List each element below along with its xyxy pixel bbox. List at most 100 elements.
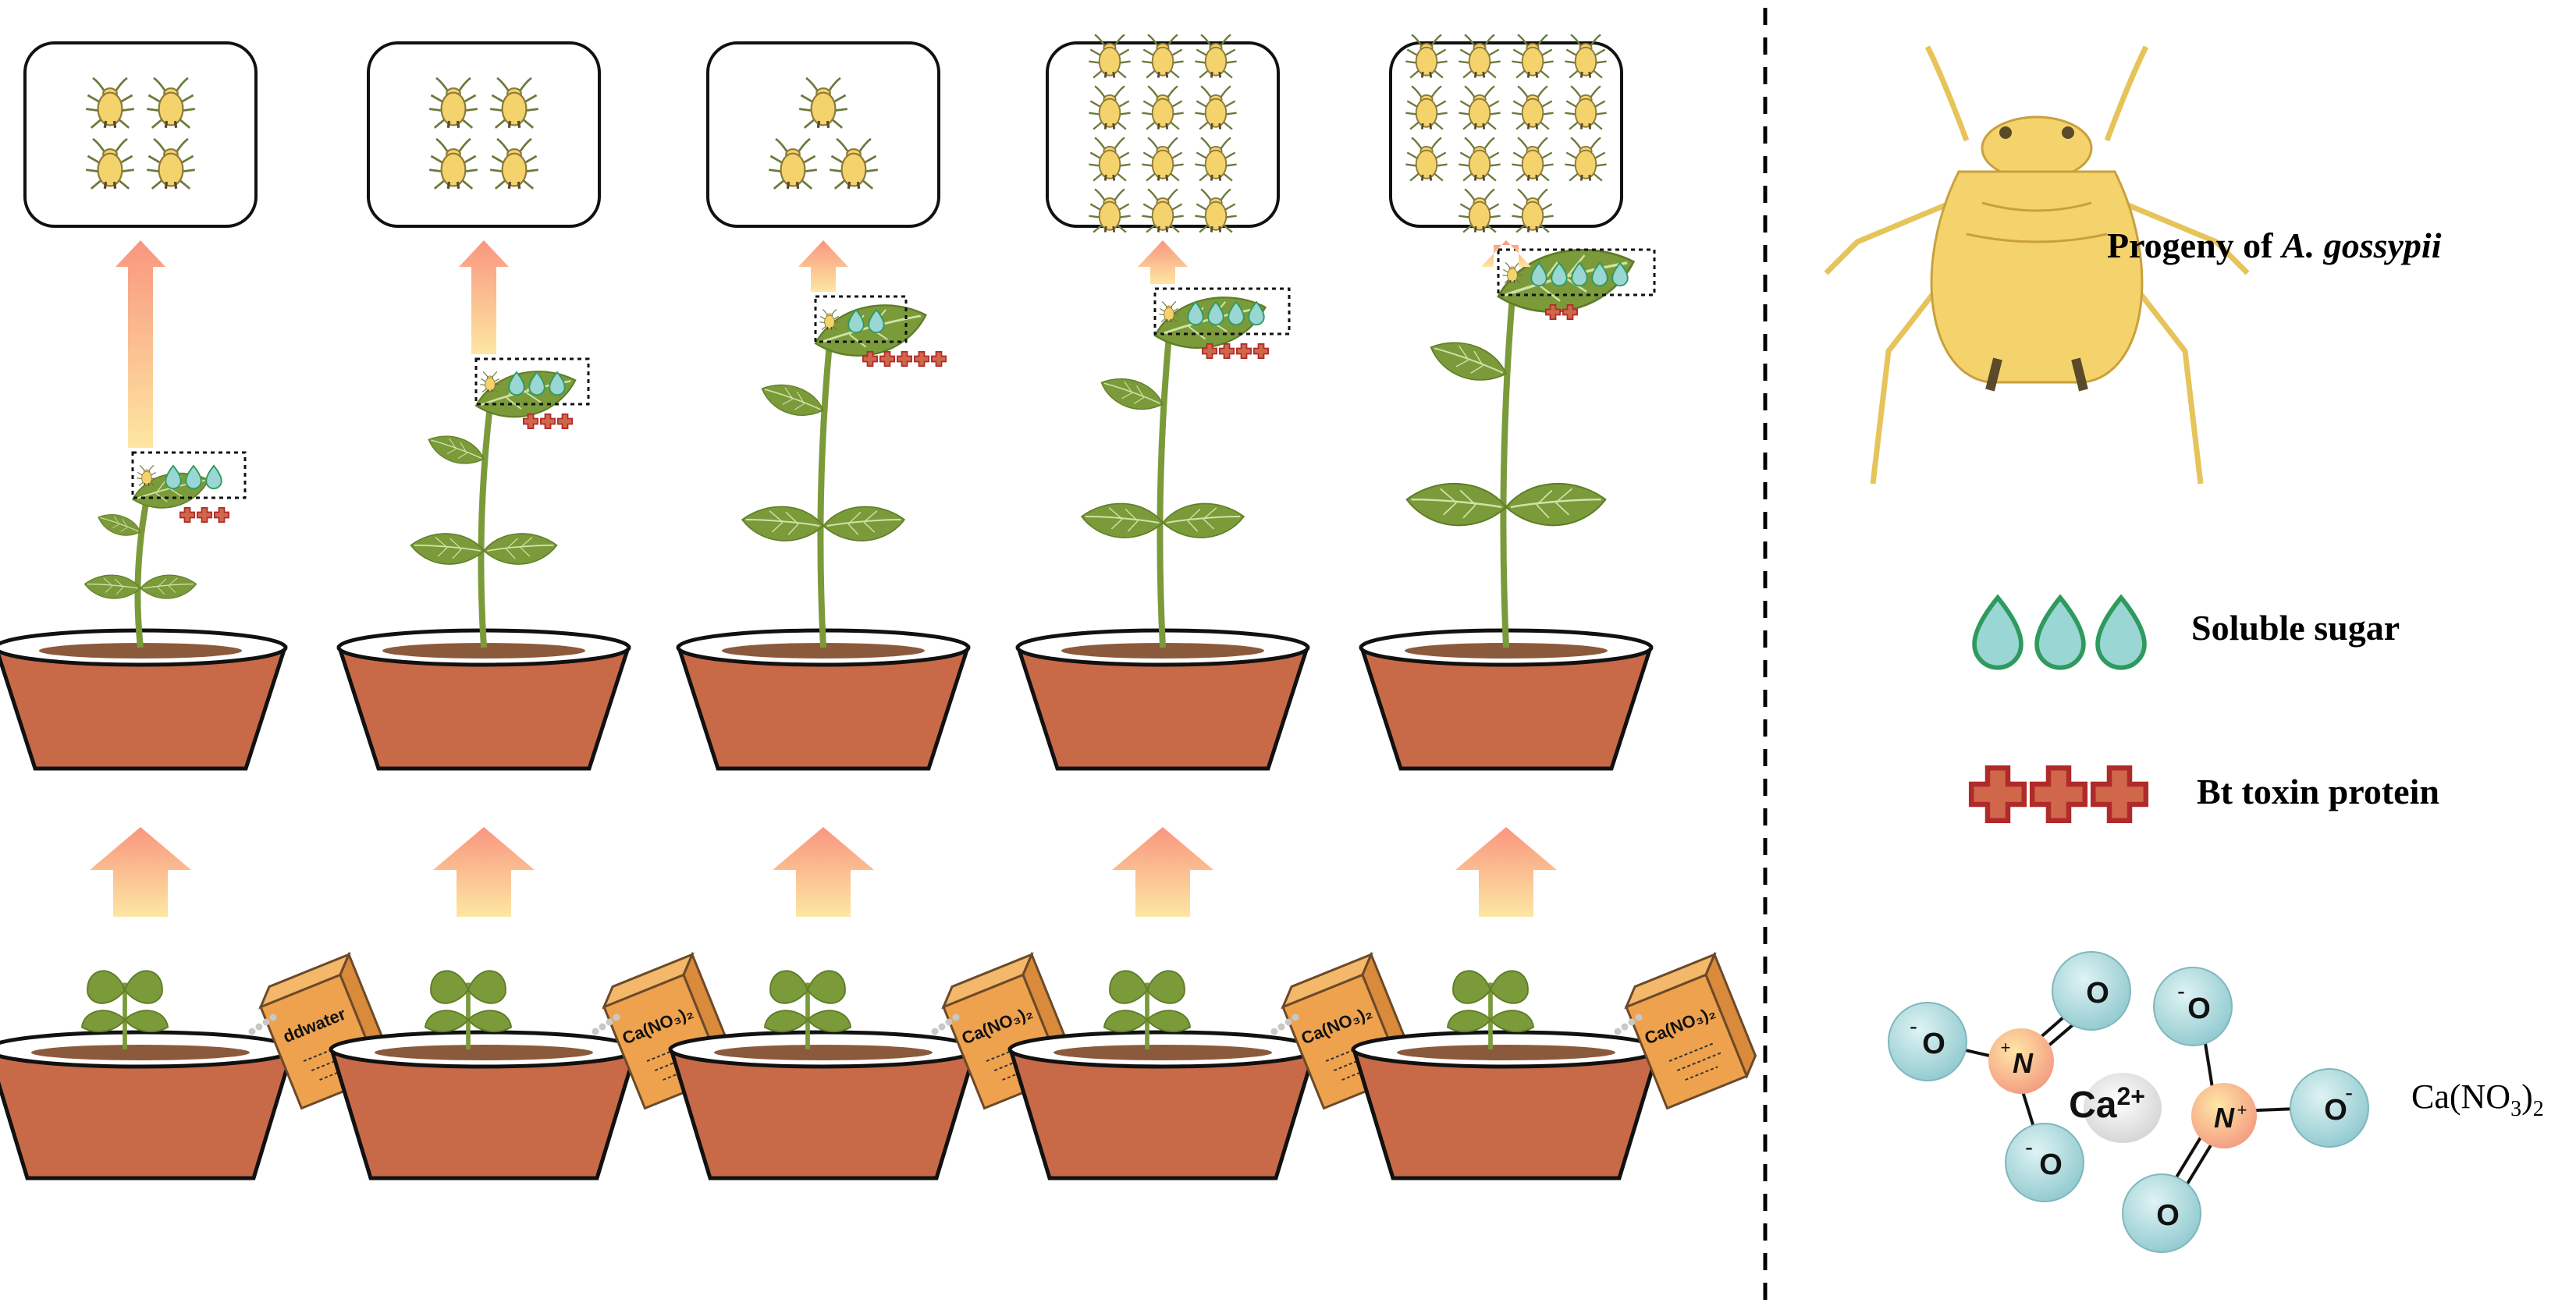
leaf xyxy=(741,506,825,542)
svg-text:O: O xyxy=(2156,1199,2180,1232)
leaf xyxy=(1424,334,1512,389)
leaf xyxy=(83,574,141,599)
seedling-pot xyxy=(0,1047,296,1180)
growth-arrow xyxy=(90,827,191,917)
svg-text:-: - xyxy=(2025,1134,2033,1160)
soluble-sugar-drop xyxy=(2037,598,2084,668)
leaf xyxy=(483,532,558,566)
plant-stem xyxy=(478,405,493,648)
oxygen-atom xyxy=(2290,1068,2369,1148)
nitrogen-atom xyxy=(1988,1028,2054,1094)
treatment-group-2: Ca(NO₃)₂ xyxy=(329,41,735,1180)
leaf xyxy=(1080,502,1164,539)
leaf xyxy=(822,506,906,542)
soluble-sugar-drop xyxy=(185,465,202,490)
bt-toxin-cross xyxy=(879,351,895,367)
bt-toxin-cross xyxy=(897,351,912,367)
bt-toxin-cross xyxy=(197,507,212,523)
calcium-nitrate-molecule: O O O O O O - - - - N N + + Ca2+ xyxy=(1888,951,2369,1253)
svg-text:N: N xyxy=(2013,1047,2034,1079)
leaf-sample-box xyxy=(1153,287,1291,335)
treatment-group-5: Ca(NO₃)₂ xyxy=(1351,34,1757,1180)
svg-text:-: - xyxy=(1910,1014,1917,1039)
growth-arrow xyxy=(1112,827,1213,917)
plant-stem xyxy=(134,499,150,648)
bt-toxin-cross xyxy=(1219,343,1235,359)
svg-text:O: O xyxy=(2324,1094,2347,1127)
svg-text:N: N xyxy=(2214,1102,2235,1134)
toxin-legend-icons xyxy=(1971,768,2146,821)
svg-text:O: O xyxy=(1922,1028,1945,1060)
leaf xyxy=(756,378,828,423)
leaf xyxy=(410,532,485,566)
result-arrow xyxy=(115,240,165,448)
oxygen-atom xyxy=(1888,1002,1967,1081)
seedling-pot xyxy=(329,1047,639,1180)
bt-toxin-cross xyxy=(914,351,929,367)
growth-arrow xyxy=(433,827,535,917)
svg-text:+: + xyxy=(2001,1038,2011,1057)
bt-toxin-cross xyxy=(1236,343,1252,359)
bt-toxin-cross xyxy=(931,351,947,367)
result-arrow xyxy=(798,240,848,292)
svg-text:O: O xyxy=(2039,1148,2063,1181)
calcium-ion xyxy=(2084,1073,2162,1143)
treatment-group-1: ddwater xyxy=(0,41,392,1180)
result-arrow xyxy=(459,240,509,354)
oxygen-atom xyxy=(2005,1123,2084,1202)
soluble-sugar-drop xyxy=(165,465,182,490)
soluble-sugar-drop xyxy=(205,465,222,490)
leaf xyxy=(1161,502,1245,539)
svg-text:O: O xyxy=(2086,977,2109,1010)
leaf xyxy=(1096,371,1167,417)
progeny-label: Progeny of A. gossypii xyxy=(2107,225,2442,265)
bt-toxin-label: Bt toxin protein xyxy=(2197,772,2439,811)
svg-text:O: O xyxy=(2187,992,2211,1025)
aphid-count-box xyxy=(1389,41,1623,228)
leaf xyxy=(140,574,197,599)
bt-toxin-cross xyxy=(2032,768,2085,821)
bt-toxin-cross xyxy=(214,507,229,523)
svg-text:Ca2+: Ca2+ xyxy=(2069,1082,2145,1126)
oxygen-atom xyxy=(2052,951,2131,1031)
aphid-count-box xyxy=(706,41,940,228)
plant-stem xyxy=(1500,296,1515,648)
leaf xyxy=(1405,482,1508,527)
oxygen-atom xyxy=(2153,967,2233,1046)
bt-toxin-cross xyxy=(179,507,195,523)
nitrogen-atom xyxy=(2191,1083,2257,1148)
seedling-pot xyxy=(668,1047,979,1180)
treatment-group-4: Ca(NO₃)₂ xyxy=(1007,34,1414,1180)
svg-text:+: + xyxy=(2237,1100,2247,1120)
leaf xyxy=(1505,482,1607,527)
soluble-sugar-drop xyxy=(1974,598,2021,668)
aphid-legend-icon xyxy=(1824,45,2250,485)
plant-stem xyxy=(1157,335,1172,648)
fertilizer-bag: Ca(NO₃)₂ xyxy=(1624,951,1757,1110)
bt-toxin-cross xyxy=(1253,343,1269,359)
bt-toxin-cross xyxy=(557,414,573,429)
seedling-pot xyxy=(1007,1047,1318,1180)
leaf-sample-box xyxy=(1497,248,1656,296)
bt-toxin-cross xyxy=(1971,768,2024,821)
leaf-sample-box xyxy=(474,357,590,406)
aphid-count-box xyxy=(23,41,258,228)
growth-arrow xyxy=(773,827,874,917)
soluble-sugar-drop xyxy=(2098,598,2144,668)
growth-arrow xyxy=(1455,827,1557,917)
sugar-legend-icons xyxy=(1974,598,2144,668)
result-arrow xyxy=(1138,240,1188,284)
leaf-sample-box xyxy=(131,451,247,499)
plant-stem xyxy=(817,343,833,648)
svg-text:-: - xyxy=(2345,1080,2353,1106)
formula-label: Ca(NO3)2 xyxy=(2411,1077,2544,1121)
svg-text:-: - xyxy=(2177,978,2185,1004)
leaf-sample-box xyxy=(814,295,908,343)
bt-toxin-cross xyxy=(2093,768,2146,821)
result-arrow xyxy=(1481,240,1531,267)
leaf xyxy=(94,509,144,541)
seedling-pot xyxy=(1351,1047,1661,1180)
soluble-sugar-label: Soluble sugar xyxy=(2191,608,2400,648)
leaf xyxy=(424,430,489,470)
